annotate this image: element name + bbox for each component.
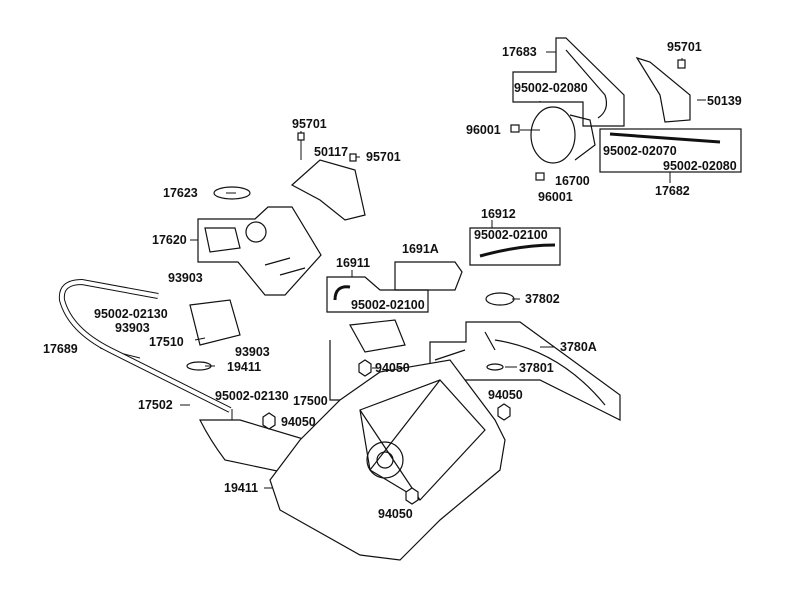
label-95701-c: 95701 bbox=[366, 150, 401, 164]
label-16912: 16912 bbox=[481, 207, 516, 221]
label-1691A: 1691A bbox=[402, 242, 439, 256]
bolts bbox=[297, 59, 686, 181]
bracket-50139 bbox=[635, 56, 691, 123]
label-17620: 17620 bbox=[152, 233, 187, 247]
group-box-3780A bbox=[429, 321, 621, 421]
label-95002-02100-b: 95002-02100 bbox=[351, 298, 425, 312]
label-93903-b: 93903 bbox=[115, 321, 150, 335]
mounting-plate bbox=[349, 319, 406, 353]
gasket-17623 bbox=[213, 186, 251, 200]
label-94050-b: 94050 bbox=[488, 388, 523, 402]
label-17683: 17683 bbox=[502, 45, 537, 59]
label-17510: 17510 bbox=[149, 335, 184, 349]
label-16911: 16911 bbox=[336, 256, 371, 270]
filter-1691A bbox=[394, 261, 463, 291]
label-17502: 17502 bbox=[138, 398, 173, 412]
group-box-16912 bbox=[469, 227, 561, 266]
label-96001-b: 96001 bbox=[538, 190, 573, 204]
label-94050-a: 94050 bbox=[375, 361, 410, 375]
vent-hose-17689 bbox=[58, 278, 232, 413]
filler-neck-17510 bbox=[189, 299, 241, 346]
hose-17682 bbox=[609, 132, 721, 144]
label-95002-02080-a: 95002-02080 bbox=[514, 81, 588, 95]
label-95002-02100-a: 95002-02100 bbox=[474, 228, 548, 242]
label-16700: 16700 bbox=[555, 174, 590, 188]
label-17500: 17500 bbox=[293, 394, 328, 408]
label-17623: 17623 bbox=[163, 186, 198, 200]
fuel-tank-17500 bbox=[269, 359, 506, 561]
label-50139: 50139 bbox=[707, 94, 742, 108]
label-93903-c: 93903 bbox=[235, 345, 270, 359]
label-19411-b: 19411 bbox=[224, 481, 259, 495]
group-box-17620 bbox=[197, 206, 322, 296]
label-3780A: 3780A bbox=[560, 340, 597, 354]
label-37801: 37801 bbox=[519, 361, 554, 375]
label-95002-02080-b: 95002-02080 bbox=[663, 159, 737, 173]
label-95002-02070: 95002-02070 bbox=[603, 144, 677, 158]
label-94050-c: 94050 bbox=[281, 415, 316, 429]
label-95701-b: 95701 bbox=[292, 117, 327, 131]
group-box-17683 bbox=[512, 37, 625, 127]
fuel-pump-16700 bbox=[530, 106, 576, 164]
label-17689: 17689 bbox=[43, 342, 78, 356]
group-box-17500 bbox=[329, 340, 348, 401]
nuts-94050 bbox=[262, 359, 511, 505]
label-95701-a: 95701 bbox=[667, 40, 702, 54]
label-19411-a: 19411 bbox=[227, 360, 262, 374]
label-37802: 37802 bbox=[525, 292, 560, 306]
label-17682: 17682 bbox=[655, 184, 690, 198]
filler-cap-17620 bbox=[204, 227, 241, 253]
ring-37802 bbox=[485, 292, 515, 306]
label-50117: 50117 bbox=[314, 145, 349, 159]
fuel-sender-3780A bbox=[434, 331, 606, 406]
gasket-37801 bbox=[486, 363, 504, 371]
bracket-50117 bbox=[290, 159, 366, 221]
clamp-19411 bbox=[186, 361, 212, 371]
label-95002-02130-a: 95002-02130 bbox=[94, 307, 168, 321]
label-96001-a: 96001 bbox=[466, 123, 501, 137]
hose-17683 bbox=[565, 49, 608, 119]
label-93903-a: 93903 bbox=[168, 271, 203, 285]
label-94050-d: 94050 bbox=[378, 507, 413, 521]
label-95002-02130-b: 95002-02130 bbox=[215, 389, 289, 403]
